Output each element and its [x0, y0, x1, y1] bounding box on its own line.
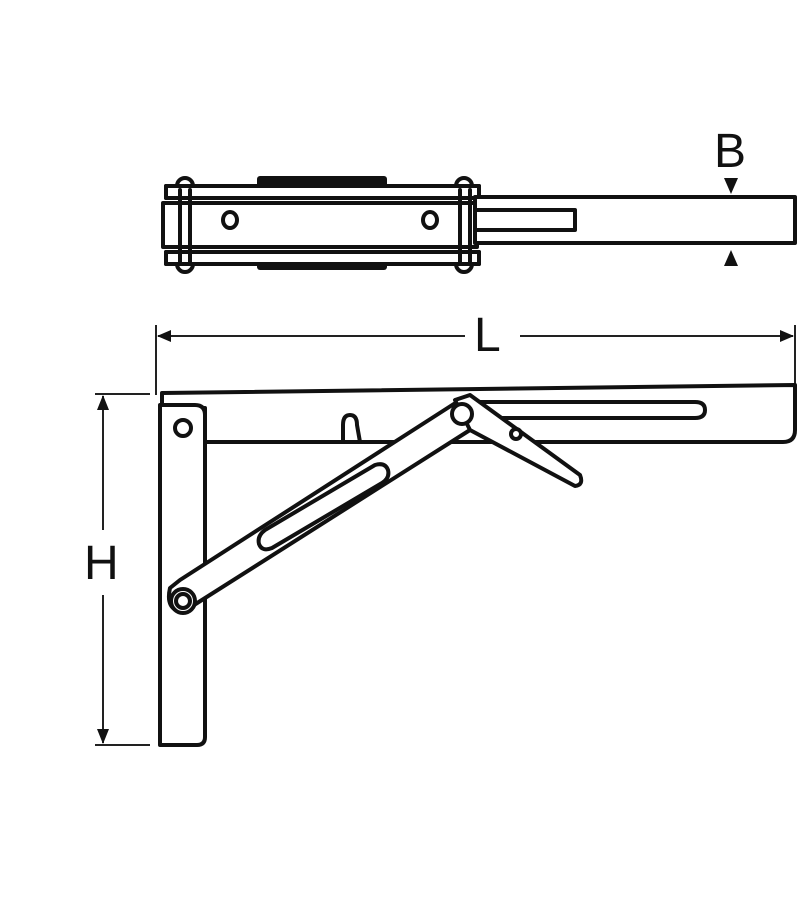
wall-plate [158, 403, 207, 747]
screw-hole [421, 210, 439, 230]
top-view [161, 176, 797, 274]
arm-slot [473, 208, 577, 232]
length-dimension [155, 325, 796, 395]
brace-slot [256, 462, 391, 552]
dimension-label-l: L [474, 309, 501, 362]
height-dimension [95, 393, 150, 746]
screw-hole [221, 210, 239, 230]
shelf-arm-slot [468, 400, 707, 420]
b-arrow-top [724, 178, 738, 194]
dimension-label-b: B [714, 125, 747, 178]
dimension-label-h: H [84, 537, 119, 590]
hinge-pivot [450, 402, 474, 426]
b-arrow-bottom [724, 250, 738, 266]
latch-bump [341, 413, 362, 444]
side-view [158, 383, 797, 747]
lever-pivot [509, 427, 523, 441]
upper-pivot [173, 418, 193, 438]
lower-pivot [174, 592, 192, 610]
